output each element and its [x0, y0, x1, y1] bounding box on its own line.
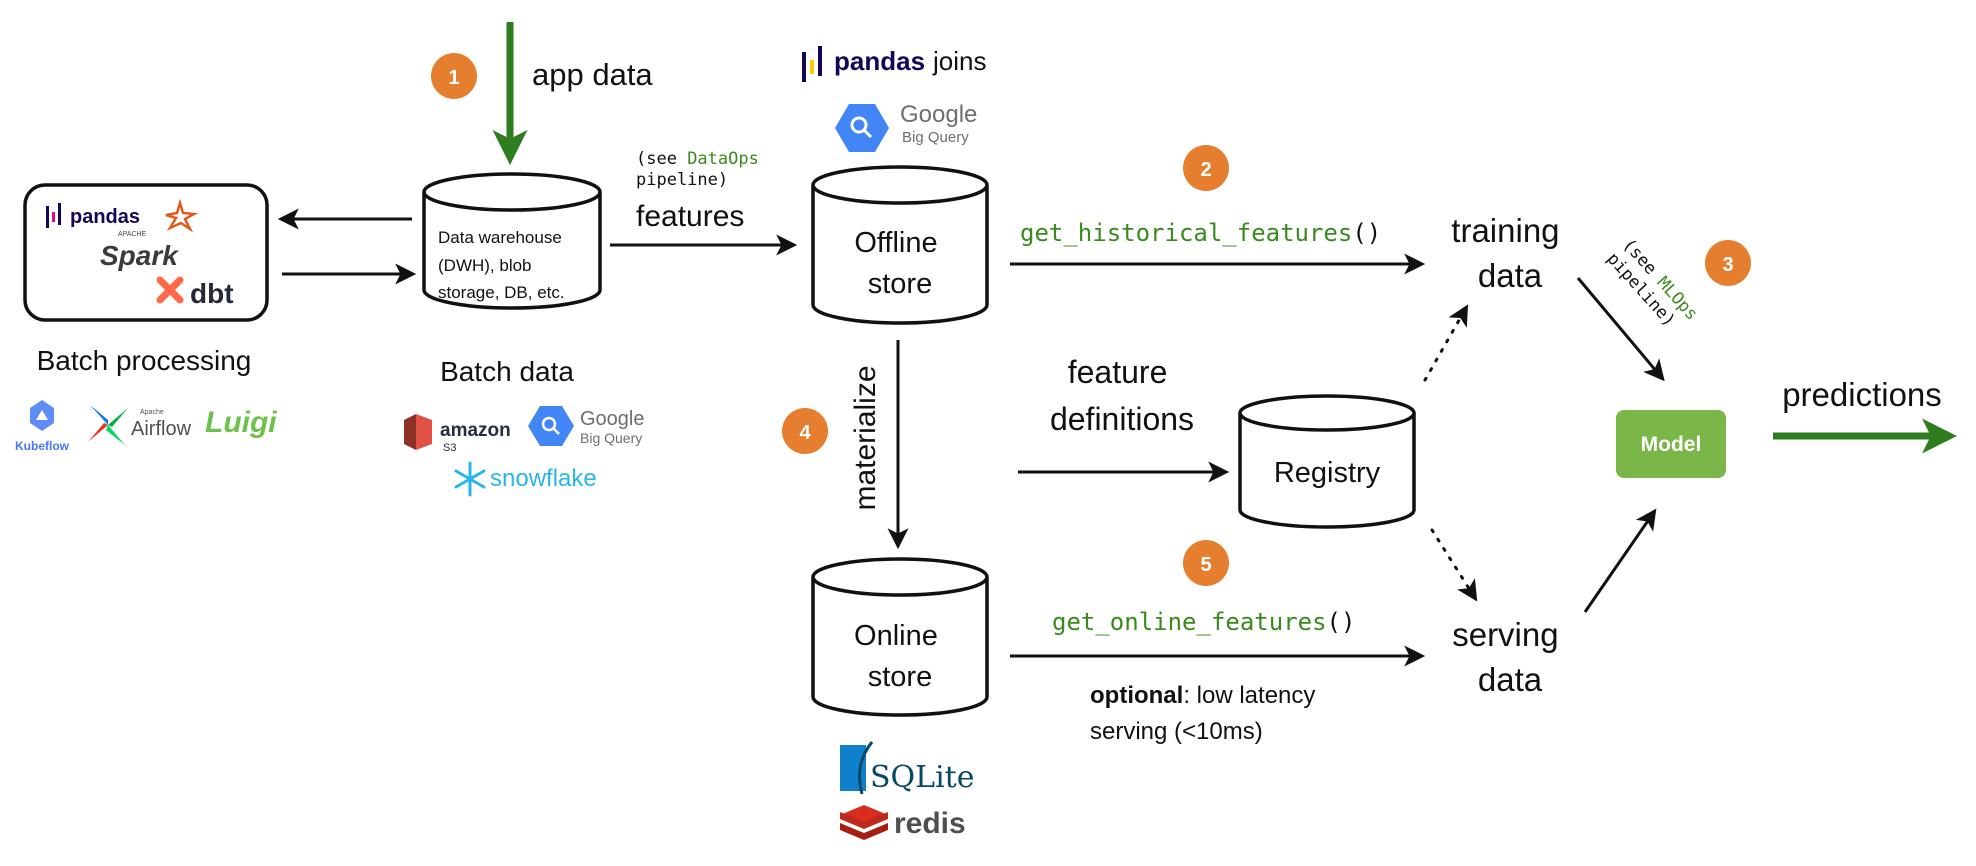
luigi-logo-text: Luigi	[205, 406, 277, 439]
pandas-joins-logo-text: pandas	[834, 46, 925, 76]
kubeflow-icon	[30, 400, 54, 431]
airflow-icon	[88, 405, 128, 445]
features-label: features	[636, 200, 744, 233]
serving-data-line: data	[1478, 661, 1543, 698]
batch-data-label: Batch data	[440, 356, 574, 387]
badge-5-number: 5	[1200, 554, 1211, 576]
historical-fn-parens: ()	[1352, 219, 1381, 247]
dwh-line-2: (DWH), blob	[438, 256, 532, 275]
google-logo-text-batch: Google	[580, 408, 645, 430]
registry-label: Registry	[1274, 457, 1381, 489]
dotted-registry-to-training	[1423, 304, 1469, 382]
offline-line-1: Offline	[854, 227, 937, 259]
batch-processing-box	[23, 183, 269, 322]
offline-store-cylinder	[811, 165, 989, 325]
dwh-cylinder	[422, 172, 602, 310]
online-fn-name: get_online_features	[1052, 608, 1327, 636]
feature-definitions-label: feature definitions	[1050, 354, 1194, 437]
arrow-serving-to-model	[1583, 508, 1657, 613]
badge-2-number: 2	[1200, 159, 1211, 181]
optional-rest: : low latency	[1183, 682, 1315, 709]
historical-features-call: get_historical_features()	[1020, 219, 1381, 247]
mlops-note: (see MLOps pipeline)	[1603, 235, 1709, 346]
bigquery-logo-text-batch: Big Query	[580, 430, 642, 446]
google-logo-text-top: Google	[900, 101, 977, 128]
dwh-line-3: storage, DB, etc.	[438, 283, 565, 302]
kubeflow-logo-text: Kubeflow	[15, 439, 70, 453]
redis-logo-text: redis	[894, 807, 966, 840]
serving-line: serving	[1452, 616, 1558, 653]
badge-3-number: 3	[1722, 254, 1733, 276]
predictions-label: predictions	[1782, 376, 1942, 413]
airflow-apache-text: Apache	[140, 409, 164, 416]
badge-4-number: 4	[799, 422, 811, 444]
sqlite-icon	[840, 741, 874, 795]
app-data-label: app data	[532, 57, 653, 92]
bigquery-icon-batch	[528, 406, 574, 446]
badge-1-number: 1	[448, 67, 459, 89]
sqlite-logo-text: SQLite	[870, 760, 974, 795]
training-line: training	[1451, 212, 1559, 249]
snowflake-logo-text: snowflake	[490, 465, 597, 492]
badge-3	[1705, 240, 1751, 286]
dataops-see: (see	[636, 149, 687, 169]
badge-2	[1183, 145, 1229, 191]
historical-fn-name: get_historical_features	[1020, 219, 1352, 247]
offline-store-label: Offline store	[854, 227, 945, 300]
s3-logo-text: S3	[443, 442, 456, 454]
training-data-label: training data	[1451, 212, 1568, 294]
joins-label: joins	[932, 46, 986, 76]
badge-4	[782, 408, 828, 454]
bigquery-icon-top	[835, 104, 889, 152]
dataops-note: (see DataOps pipeline)	[636, 149, 769, 190]
spark-apache-text: APACHE	[118, 231, 147, 238]
redis-icon	[840, 805, 888, 840]
online-store-cylinder	[811, 557, 989, 717]
airflow-logo-text: Airflow	[131, 418, 192, 440]
dataops-name: DataOps	[687, 149, 759, 169]
dwh-line-1: Data warehouse	[438, 228, 562, 247]
amazon-s3-icon	[404, 414, 432, 450]
optional-line-2: serving (<10ms)	[1090, 718, 1263, 745]
badge-5	[1183, 540, 1229, 586]
spark-logo-text: Spark	[100, 240, 179, 271]
offline-line-2: store	[868, 268, 932, 300]
arrow-training-to-model	[1576, 277, 1665, 382]
online-line-2: store	[868, 661, 932, 693]
amazon-logo-text: amazon	[440, 420, 511, 441]
online-fn-parens: ()	[1327, 608, 1356, 636]
registry-cylinder	[1238, 394, 1416, 529]
pandas-logo-text: pandas	[70, 206, 140, 228]
serving-data-label: serving data	[1452, 616, 1568, 698]
dataops-pipeline: pipeline)	[636, 170, 728, 190]
materialize-label: materialize	[849, 365, 882, 510]
online-features-call: get_online_features()	[1052, 608, 1355, 636]
batch-processing-label: Batch processing	[37, 345, 252, 376]
online-line-1: Online	[854, 620, 938, 652]
model-box	[1616, 410, 1726, 478]
dwh-label: Data warehouse (DWH), blob storage, DB, …	[438, 228, 567, 302]
optional-note: optional: low latency serving (<10ms)	[1090, 682, 1322, 745]
pandas-icon	[46, 203, 61, 228]
dbt-logo-text: dbt	[190, 278, 234, 309]
snowflake-icon	[454, 461, 486, 497]
online-store-label: Online store	[854, 620, 946, 693]
dotted-registry-to-serving	[1430, 528, 1478, 602]
pandas-icon-joins	[802, 46, 822, 82]
training-data-line: data	[1478, 257, 1543, 294]
feature-line: feature	[1068, 354, 1168, 390]
optional-bold: optional	[1090, 682, 1183, 709]
model-label: Model	[1641, 433, 1702, 456]
definitions-line: definitions	[1050, 401, 1194, 437]
spark-icon	[165, 198, 199, 233]
badge-1	[431, 53, 477, 99]
bigquery-logo-text-top: Big Query	[902, 129, 969, 146]
dbt-icon	[156, 276, 184, 304]
